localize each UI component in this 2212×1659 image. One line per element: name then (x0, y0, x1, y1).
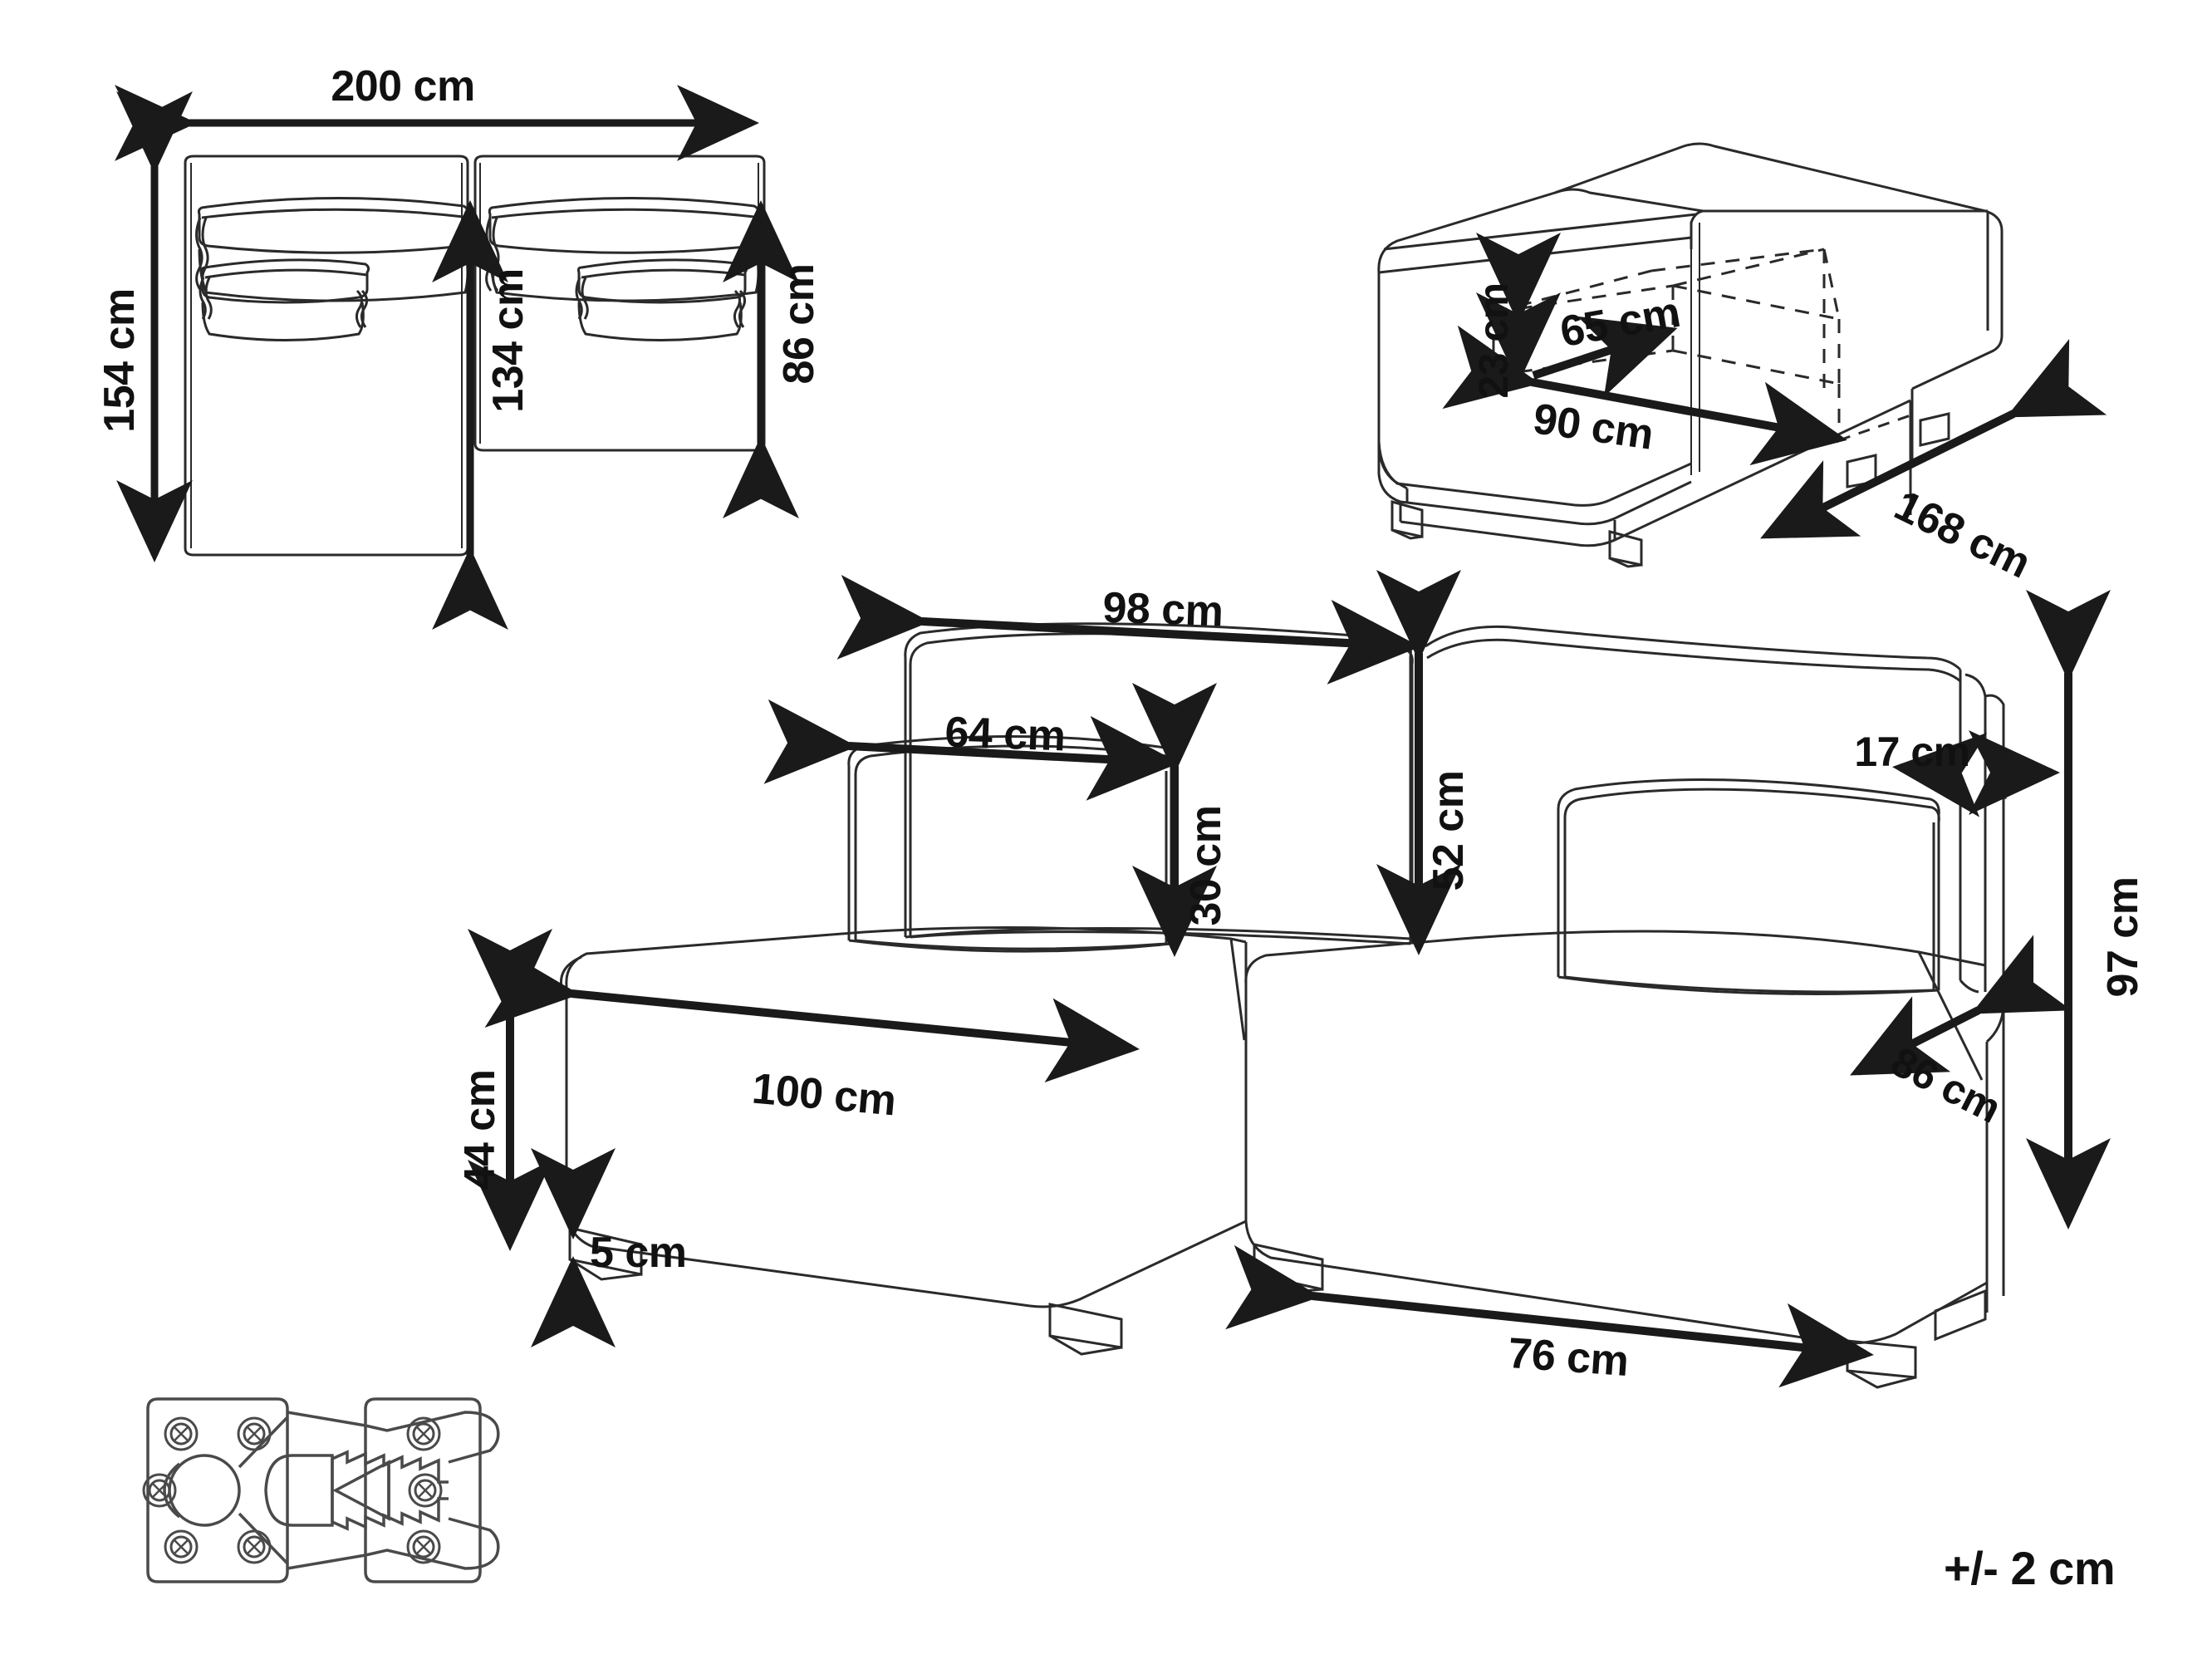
dim-label-overall-width: 200 cm (331, 62, 475, 110)
dim-label-backrest-width: 98 cm (1101, 583, 1224, 636)
dim-label-seat-depth-plan: 86 cm (775, 263, 823, 385)
tolerance-note: +/- 2 cm (1944, 1542, 2116, 1594)
dim-label-cushion-height: 30 cm (1182, 805, 1230, 926)
dim-label-backrest-height: 52 cm (1425, 770, 1473, 891)
main-sofa-dimension-arrows (468, 570, 2111, 1388)
dim-label-module-depth: 134 cm (484, 268, 532, 413)
dim-label-overall-depth: 154 cm (96, 288, 144, 433)
dim-label-module-width-right: 76 cm (1506, 1329, 1631, 1386)
dim-label-storage-height: 23 cm (1470, 282, 1517, 399)
dim-label-seat-height: 44 cm (456, 1069, 504, 1190)
dim-label-seat-width: 100 cm (750, 1064, 898, 1126)
isometric-ottoman-dimension-arrows (1442, 233, 2107, 539)
connector-bracket-geometry (142, 1397, 500, 1583)
dim-label-overall-height: 97 cm (2099, 876, 2147, 998)
top-plan-dimension-arrows (115, 85, 799, 630)
main-sofa-geometry (560, 622, 2007, 1389)
dim-label-cushion-width: 64 cm (944, 708, 1067, 761)
top-plan-view-geometry (184, 155, 766, 557)
dim-label-leg-height: 5 cm (590, 1229, 687, 1277)
dim-label-back-thickness: 17 cm (1854, 729, 1970, 775)
